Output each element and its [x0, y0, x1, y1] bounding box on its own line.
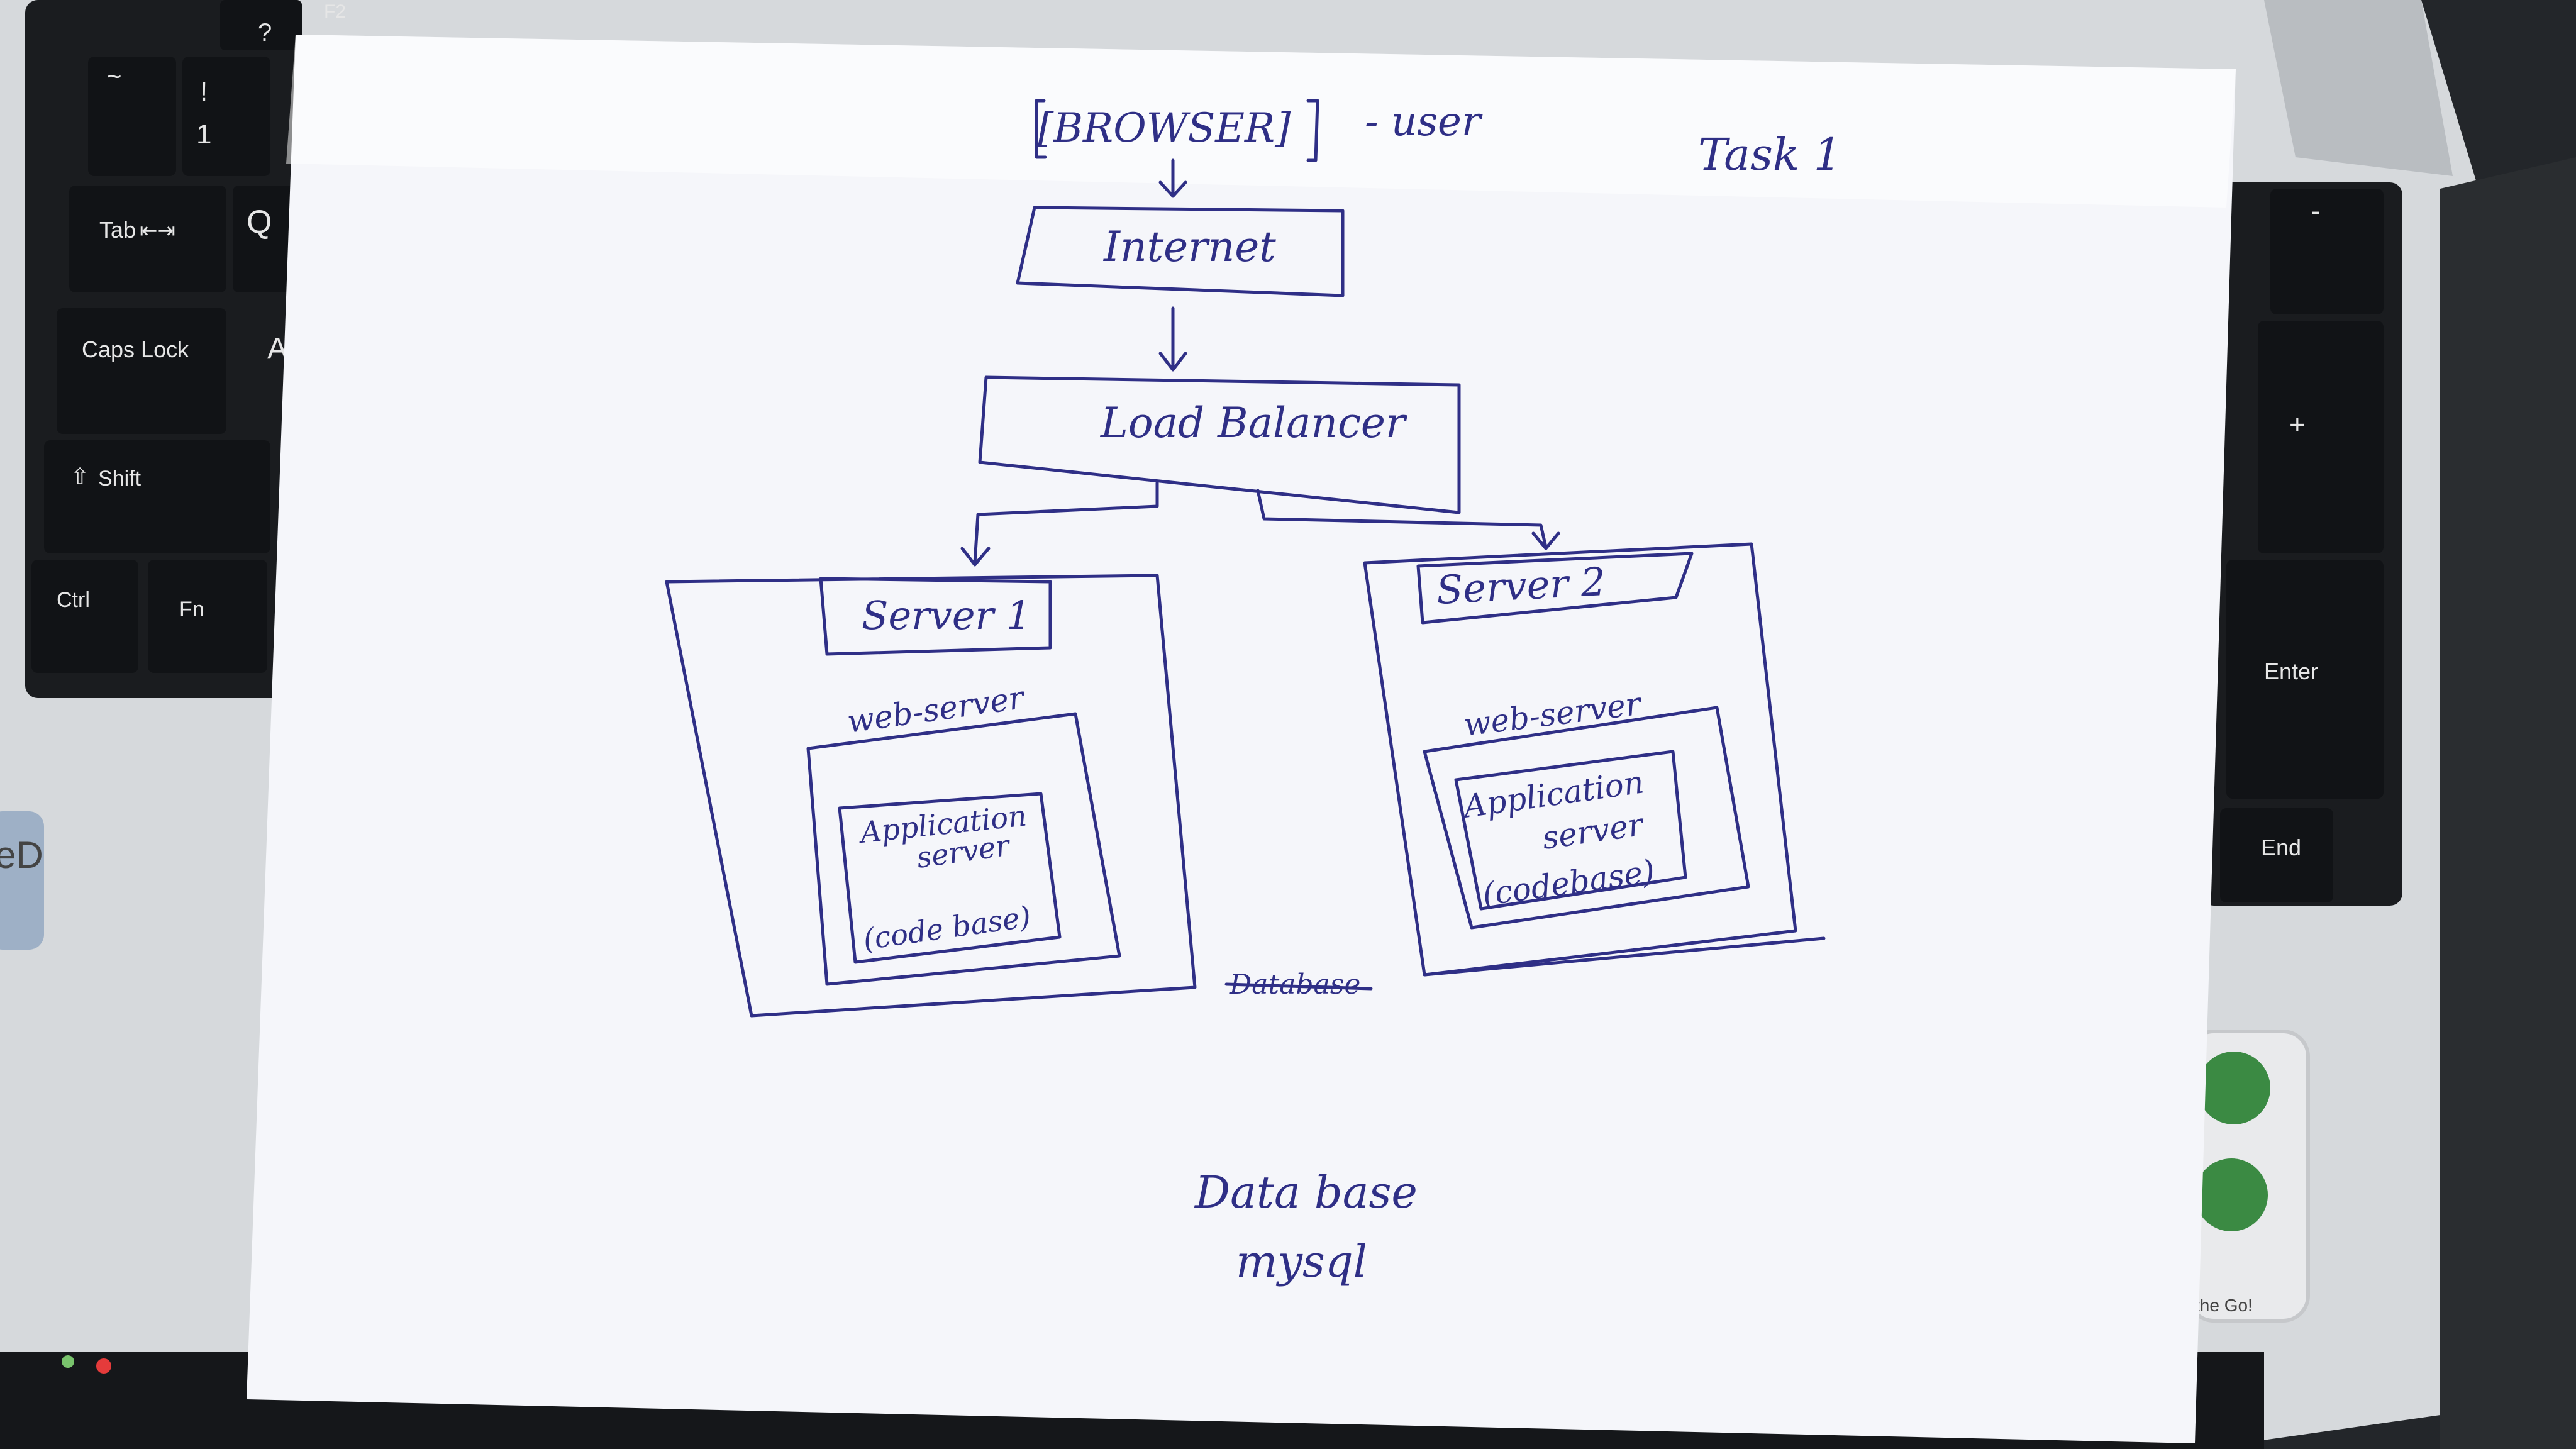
server2-app-box [1454, 750, 1687, 911]
key-tilde [88, 57, 176, 176]
key-shift-label: Shift [98, 467, 142, 491]
browser-label: [BROWSER] [1038, 105, 1291, 152]
key-ctrl [31, 560, 138, 673]
internet-label: Internet [1103, 223, 1276, 271]
user-label: - user [1365, 99, 1483, 145]
key-ctrl-label: Ctrl [57, 588, 90, 612]
browser-right-bracket [1306, 99, 1319, 162]
tab-arrows-icon: ⇤⇥ [140, 219, 175, 243]
status-lights [62, 1355, 111, 1374]
key-exclaim-label: ! [200, 76, 208, 107]
key-q [233, 186, 302, 292]
key-enter [2226, 560, 2384, 799]
server2-web-server-box [1423, 706, 1750, 930]
server1-app-box [838, 792, 1062, 964]
key-shift [44, 440, 270, 553]
key-q-label: Q [247, 204, 272, 240]
server2-title-box [1416, 552, 1694, 625]
internet-box [1016, 206, 1345, 297]
key-caps-lock-label: Caps Lock [82, 336, 189, 362]
key-enter-label: Enter [2264, 658, 2318, 684]
key-tab-label: Tab [99, 217, 136, 243]
sticker-tagline: the Go! [2195, 1296, 2253, 1315]
browser-left-bracket [1035, 99, 1047, 159]
load-balancer-label: Load Balancer [1100, 399, 1407, 447]
key-plus [2258, 321, 2384, 553]
key-1-label: 1 [196, 119, 211, 150]
signup-badge-icon [2195, 1158, 2268, 1231]
key-f2-label: F2 [324, 1, 346, 22]
connector-to-server1 [960, 481, 1159, 567]
arrow-to-internet [1158, 158, 1187, 198]
key-minus-label: - [2311, 196, 2321, 226]
arrow-to-load-balancer [1158, 306, 1187, 372]
sticker-brand-text: eD [0, 834, 43, 876]
key-question-label: ? [258, 19, 272, 47]
server1-title: Server 1 [862, 592, 1031, 638]
key-minus [2270, 189, 2384, 314]
audio-badge-icon [2197, 1052, 2270, 1124]
key-caps-lock [57, 308, 226, 434]
key-1 [182, 57, 270, 176]
key-fn-label: Fn [179, 597, 204, 621]
connector-to-server2 [1256, 489, 1560, 550]
key-tilde-label: ~ [107, 63, 121, 91]
database-label: Data base [1194, 1167, 1418, 1218]
server1-container [665, 574, 1197, 1018]
sticker-left: eD [0, 811, 44, 950]
task-label: Task 1 [1698, 129, 1841, 180]
server1-title-box [819, 577, 1052, 656]
sticker-right: the Go! [2187, 1030, 2310, 1323]
strike-line [1224, 982, 1373, 991]
left-keyboard: ? ~ ! 1 Tab ⇤⇥ Q Caps Lock A ⇧ Shift Ctr… [25, 0, 346, 698]
key-question [220, 0, 302, 50]
load-balancer-box [978, 375, 1461, 514]
key-tab [69, 186, 226, 292]
paper-sheet [247, 35, 2236, 1443]
key-end-label: End [2261, 835, 2301, 860]
shift-arrow-icon: ⇧ [70, 464, 89, 489]
mysql-label: mysql [1236, 1236, 1367, 1287]
key-fn [148, 560, 267, 673]
server2-title: Server 2 [1435, 558, 1607, 613]
right-keyboard: - + Enter End [2201, 182, 2402, 906]
server1-web-server-box [806, 712, 1121, 986]
key-plus-label: + [2289, 409, 2306, 440]
key-end [2220, 808, 2333, 902]
server2-container [1363, 542, 1797, 977]
